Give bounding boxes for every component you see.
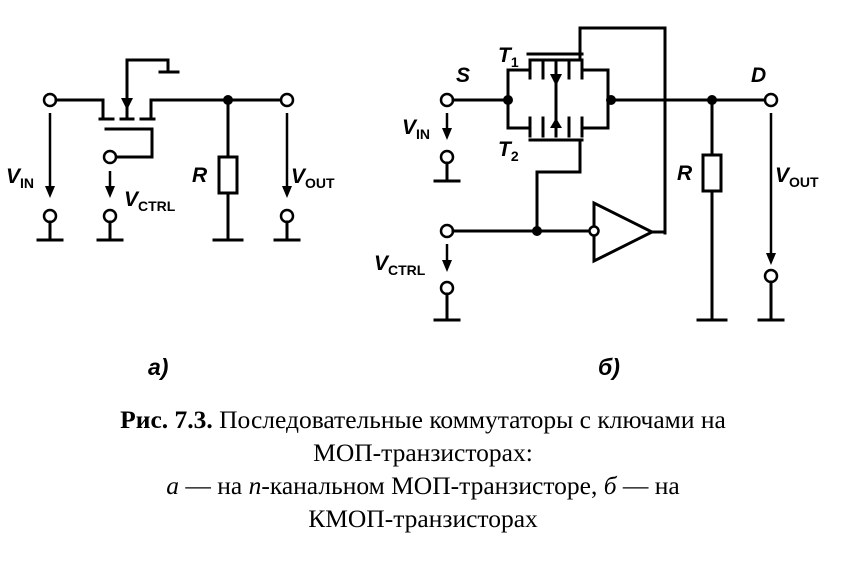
inverter-bubble-b [588,225,600,237]
figure-caption: Рис. 7.3. Последовательные коммутаторы с… [0,403,846,535]
input-terminal-a [42,92,58,108]
circuit-figure: VIN VCTRL R VOUT а) [6,26,819,380]
vctrl-ground-terminal-a [102,208,118,224]
mosfet-body-wire-a [125,58,170,121]
right-bus-b [580,68,610,130]
drain-wire-a [149,98,283,121]
s-label-b: S [456,64,470,87]
vin-arrowhead-b [442,128,452,140]
caption-line-1-text: Последовательные коммутаторы с ключами н… [212,405,726,434]
diagram-b: S D T1 T2 VIN VCTRL R VOUT б) [374,26,819,380]
source-wire-a [54,98,105,121]
output-terminal-a [279,92,295,108]
vctrl-arrowhead-b [442,260,452,272]
resistor-leads-a [212,98,244,242]
vin-arrowhead-a [45,186,55,198]
caption-line-4: КМОП-транзисторах [308,504,538,533]
body-arrow-a [121,98,133,110]
vout-ground-terminal-a [279,208,295,224]
t2-gate-wire-b [535,138,582,233]
d-terminal-b [763,92,779,108]
ctrl-terminal-b [439,223,455,239]
ctrl-junction-b [532,226,542,236]
ctrl-terminal-a [102,149,118,165]
vout-ground-b [757,280,785,322]
vout-arrowhead-a [282,186,292,198]
vout-ground-a [273,220,301,242]
panel-label-a: а) [148,354,168,380]
caption-n: n [248,471,262,500]
r-label-a: R [192,164,208,187]
figure-number: Рис. 7.3. [120,405,213,434]
vctrl-label-a: VCTRL [124,188,176,214]
t1-gate-wire-b [578,26,667,235]
caption-dash-1: — на [179,471,249,500]
t1-label-b: T1 [498,44,519,70]
vin-label-b: VIN [402,116,430,142]
caption-item-a: а [166,471,179,500]
vout-arrowhead-b [766,253,776,265]
left-bus-stubs-b [506,68,532,130]
vctrl-ground-terminal-b [439,280,455,296]
vctrl-ground-a [96,220,124,242]
resistor-a [217,155,239,195]
vin-ground-terminal-b [439,149,455,165]
vctrl-label-b: VCTRL [374,252,426,278]
caption-n-channel: -канальном МОП-транзисторе, [261,471,604,500]
vout-label-a: VOUT [291,165,335,191]
vctrl-arrowhead-a [105,186,115,198]
t2-label-b: T2 [498,138,519,164]
gate-wire-a [114,127,154,159]
vin-ground-a [36,220,64,242]
caption-line-2: МОП-транзисторах: [313,438,533,467]
panel-label-b: б) [598,354,620,380]
resistor-leads-b [696,98,728,322]
caption-line-3: а — на n-канальном МОП-транзисторе, б — … [0,469,846,502]
r-label-b: R [677,162,693,185]
vin-ground-terminal-a [42,208,58,224]
inverter-b [592,200,656,264]
caption-dash-2: — на [616,471,680,500]
caption-line-1: Рис. 7.3. Последовательные коммутаторы с… [0,403,846,436]
vout-label-b: VOUT [775,164,819,190]
vout-ground-terminal-b [763,268,779,284]
d-label-b: D [751,64,766,87]
t2-arrow-b [550,118,562,128]
caption-item-b: б [603,471,617,500]
t1-arrow-b [550,74,562,86]
resistor-b [701,153,723,193]
vctrl-ground-b [433,292,461,322]
vin-ground-b [433,161,461,183]
s-terminal-b [439,92,455,108]
diagram-a: VIN VCTRL R VOUT а) [6,58,335,380]
vin-label-a: VIN [6,165,34,191]
